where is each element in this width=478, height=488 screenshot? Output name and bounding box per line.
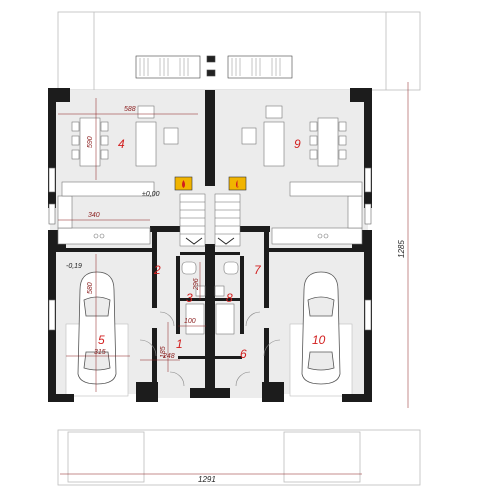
room-label-7: 7 (254, 263, 262, 277)
windows (48, 167, 372, 331)
dim-garage-width: 315 (94, 349, 106, 356)
overall-dimensions: 1291 1285 (198, 240, 406, 484)
room-label-9: 9 (294, 137, 301, 151)
dim-bath-depth: 296 (193, 278, 200, 291)
dim-total-width: 1291 (198, 475, 216, 484)
dim-kitchen-width: 340 (88, 212, 100, 219)
party-wall (205, 90, 215, 390)
dim-living-depth: 590 (87, 136, 94, 148)
stairs (179, 193, 241, 247)
level-marks: ±0,00 -0,19 (66, 191, 160, 270)
terrace-doors (135, 55, 293, 79)
dim-hall-width: 248 (162, 353, 175, 360)
dim-living-width: 588 (124, 106, 136, 113)
room-label-3: 3 (186, 291, 193, 305)
sofa-right (241, 105, 285, 167)
door-swings (139, 311, 281, 387)
dimension-labels: 588 590 340 580 315 248 185 296 100 (87, 106, 200, 360)
level-ground: ±0,00 (142, 191, 160, 198)
level-garage: -0,19 (66, 263, 82, 270)
room-labels: 4 9 2 7 3 8 1 6 5 10 (98, 137, 326, 361)
room-label-8: 8 (226, 291, 233, 305)
car-right (301, 271, 341, 385)
room-label-6: 6 (240, 347, 247, 361)
dining-table-right (309, 117, 347, 167)
fireplaces (174, 176, 247, 191)
car-left (77, 271, 117, 385)
room-label-5: 5 (98, 333, 105, 347)
room-label-2: 2 (153, 263, 161, 277)
room-label-10: 10 (312, 333, 326, 347)
dim-bath-width: 100 (184, 318, 196, 325)
bath-fixtures (181, 261, 239, 335)
interior-walls (56, 226, 365, 382)
room-label-4: 4 (118, 137, 125, 151)
dim-hall-depth: 185 (160, 346, 167, 358)
dimension-lines (58, 82, 409, 475)
dim-garage-depth: 580 (87, 282, 94, 294)
dim-total-depth: 1285 (397, 240, 406, 258)
sofa-left (135, 105, 179, 167)
dining-table-left (71, 117, 109, 167)
room-label-1: 1 (176, 337, 183, 351)
